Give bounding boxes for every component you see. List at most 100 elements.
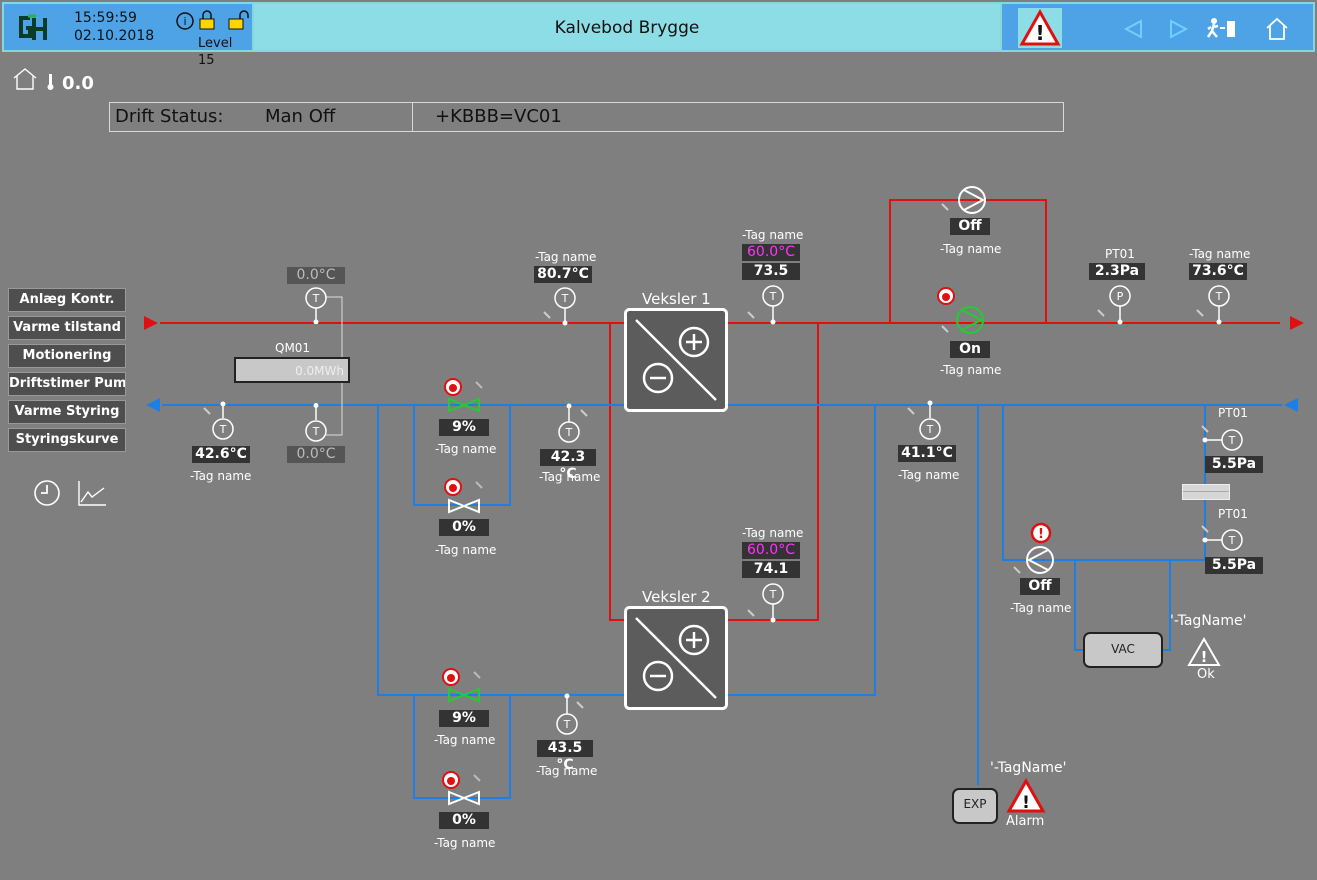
gh-logo	[16, 12, 50, 46]
info-icon[interactable]: i	[176, 12, 194, 30]
vac-unit[interactable]: VAC	[1083, 632, 1163, 668]
pump-3-alarm-icon[interactable]: !	[1030, 522, 1052, 544]
svg-text:!: !	[1022, 793, 1030, 813]
supply-in-arrow	[144, 316, 158, 330]
exp-tag: '-TagName'	[990, 760, 1067, 776]
svg-text:T: T	[769, 290, 777, 303]
return-left-sensor[interactable]: T	[196, 400, 246, 442]
header-nav-panel: !	[1000, 2, 1315, 52]
valve-1-tag: -Tag name	[435, 442, 497, 456]
menu-varme-styring[interactable]: Varme Styring	[8, 400, 126, 424]
heat-exchanger-1[interactable]	[624, 308, 728, 412]
pt01-low-value: 5.5Pa	[1205, 557, 1263, 574]
meter-temp-bottom-sensor[interactable]: T	[304, 403, 328, 445]
pump-3[interactable]	[1010, 543, 1060, 581]
pump-2[interactable]	[938, 304, 988, 340]
supply-right-sensor[interactable]: T	[1193, 284, 1235, 326]
hx1-out-value: 73.5	[742, 263, 800, 280]
pump-1[interactable]	[938, 182, 988, 220]
heat-exchanger-2[interactable]	[624, 606, 728, 710]
valve-4-hand-icon[interactable]	[442, 771, 482, 791]
svg-text:T: T	[926, 423, 934, 436]
hx2-out-setpoint[interactable]: 60.0°C	[742, 542, 800, 559]
svg-text:!: !	[1035, 21, 1044, 45]
hx2-label: Veksler 2	[642, 588, 711, 606]
supply-out-arrow	[1290, 316, 1304, 330]
drift-status-value: Man Off	[265, 106, 336, 127]
trend-chart-icon[interactable]	[76, 478, 108, 508]
vac-status: Ok	[1197, 667, 1215, 682]
return-low-sensor[interactable]: T	[553, 690, 593, 736]
exp-vessel[interactable]: EXP	[952, 788, 998, 824]
alarm-triangle-icon[interactable]: !	[1018, 8, 1062, 48]
return-left-tag: -Tag name	[190, 469, 252, 483]
supply-mid-tag: -Tag name	[535, 250, 597, 264]
status-divider	[412, 103, 413, 131]
return-left-value: 42.6°C	[192, 446, 250, 463]
pt01-mid-sensor[interactable]: T	[1196, 422, 1246, 456]
home-icon[interactable]	[1264, 16, 1290, 42]
drift-status-bar: Drift Status: Man Off +KBBB=VC01	[109, 102, 1064, 132]
supply-mid-sensor[interactable]: T	[540, 286, 580, 328]
valve-2[interactable]	[446, 498, 482, 514]
pt01-top-value: 2.3Pa	[1089, 263, 1145, 280]
menu-motionering[interactable]: Motionering	[8, 344, 126, 368]
menu-driftstimer-pump[interactable]: Driftstimer Pump	[8, 372, 126, 396]
hx2-out-sensor[interactable]: T	[744, 582, 786, 624]
hx1-out-setpoint[interactable]: 60.0°C	[742, 244, 800, 261]
pt01-mid-name: PT01	[1218, 406, 1248, 420]
nav-back-icon[interactable]	[1122, 18, 1144, 40]
return-mid-value: 42.3 °C	[540, 449, 596, 482]
menu-styringskurve[interactable]: Styringskurve	[8, 428, 126, 452]
clock-icon[interactable]	[32, 478, 62, 508]
valve-1-hand-icon[interactable]	[444, 378, 484, 398]
svg-text:T: T	[565, 426, 573, 439]
pump-2-hand-icon[interactable]	[936, 286, 956, 306]
outdoor-temp-icon	[12, 66, 56, 92]
valve-3-hand-icon[interactable]	[442, 668, 482, 688]
pt01-low-name: PT01	[1218, 507, 1248, 521]
pt01-top-sensor[interactable]: P	[1094, 284, 1136, 326]
dirt-separator	[1182, 484, 1230, 500]
hx1-out-sensor[interactable]: T	[744, 284, 786, 326]
nav-forward-icon[interactable]	[1168, 18, 1190, 40]
menu-anlaeg-kontr[interactable]: Anlæg Kontr.	[8, 288, 126, 312]
pump-1-tag: -Tag name	[940, 242, 1002, 256]
svg-text:T: T	[312, 425, 320, 438]
return-pipes	[162, 404, 1282, 799]
valve-2-value: 0%	[439, 519, 489, 536]
pt01-mid-value: 5.5Pa	[1205, 456, 1263, 473]
valve-3[interactable]	[446, 687, 482, 703]
svg-text:T: T	[769, 588, 777, 601]
header-bar: 15:59:59 02.10.2018 i Level 15 Kalvebod …	[0, 0, 1317, 68]
return-right-tag: -Tag name	[898, 468, 960, 482]
exit-icon[interactable]	[1206, 17, 1238, 41]
valve-2-tag: -Tag name	[435, 543, 497, 557]
valve-4-tag: -Tag name	[434, 836, 496, 850]
return-out-arrow	[146, 398, 160, 412]
return-in-arrow	[1284, 398, 1298, 412]
meter-temp-top-sensor[interactable]: T	[304, 286, 328, 325]
supply-right-tag: -Tag name	[1189, 247, 1251, 261]
svg-text:T: T	[1228, 534, 1236, 547]
vac-status-icon[interactable]: !	[1186, 636, 1222, 668]
valve-2-hand-icon[interactable]	[444, 478, 484, 498]
lock-open-icon[interactable]	[228, 10, 250, 30]
valve-4[interactable]	[446, 790, 482, 806]
svg-text:T: T	[219, 423, 227, 436]
header-date: 02.10.2018	[74, 28, 155, 44]
return-mid-tag: -Tag name	[539, 470, 601, 484]
meter-value: 0.0MWh	[295, 364, 344, 378]
menu-varme-tilstand[interactable]: Varme tilstand	[8, 316, 126, 340]
pt01-low-sensor[interactable]: T	[1196, 522, 1246, 556]
svg-text:T: T	[312, 292, 320, 305]
return-right-sensor[interactable]: T	[902, 400, 944, 442]
valve-1[interactable]	[446, 397, 482, 413]
meter-display[interactable]: 0.0MWh	[234, 357, 350, 383]
exp-label: EXP	[963, 797, 987, 811]
return-mid-sensor[interactable]: T	[555, 400, 595, 444]
lock-closed-icon[interactable]	[198, 10, 216, 30]
exp-alarm-icon[interactable]: !	[1006, 777, 1046, 814]
hx1-label: Veksler 1	[642, 290, 711, 308]
